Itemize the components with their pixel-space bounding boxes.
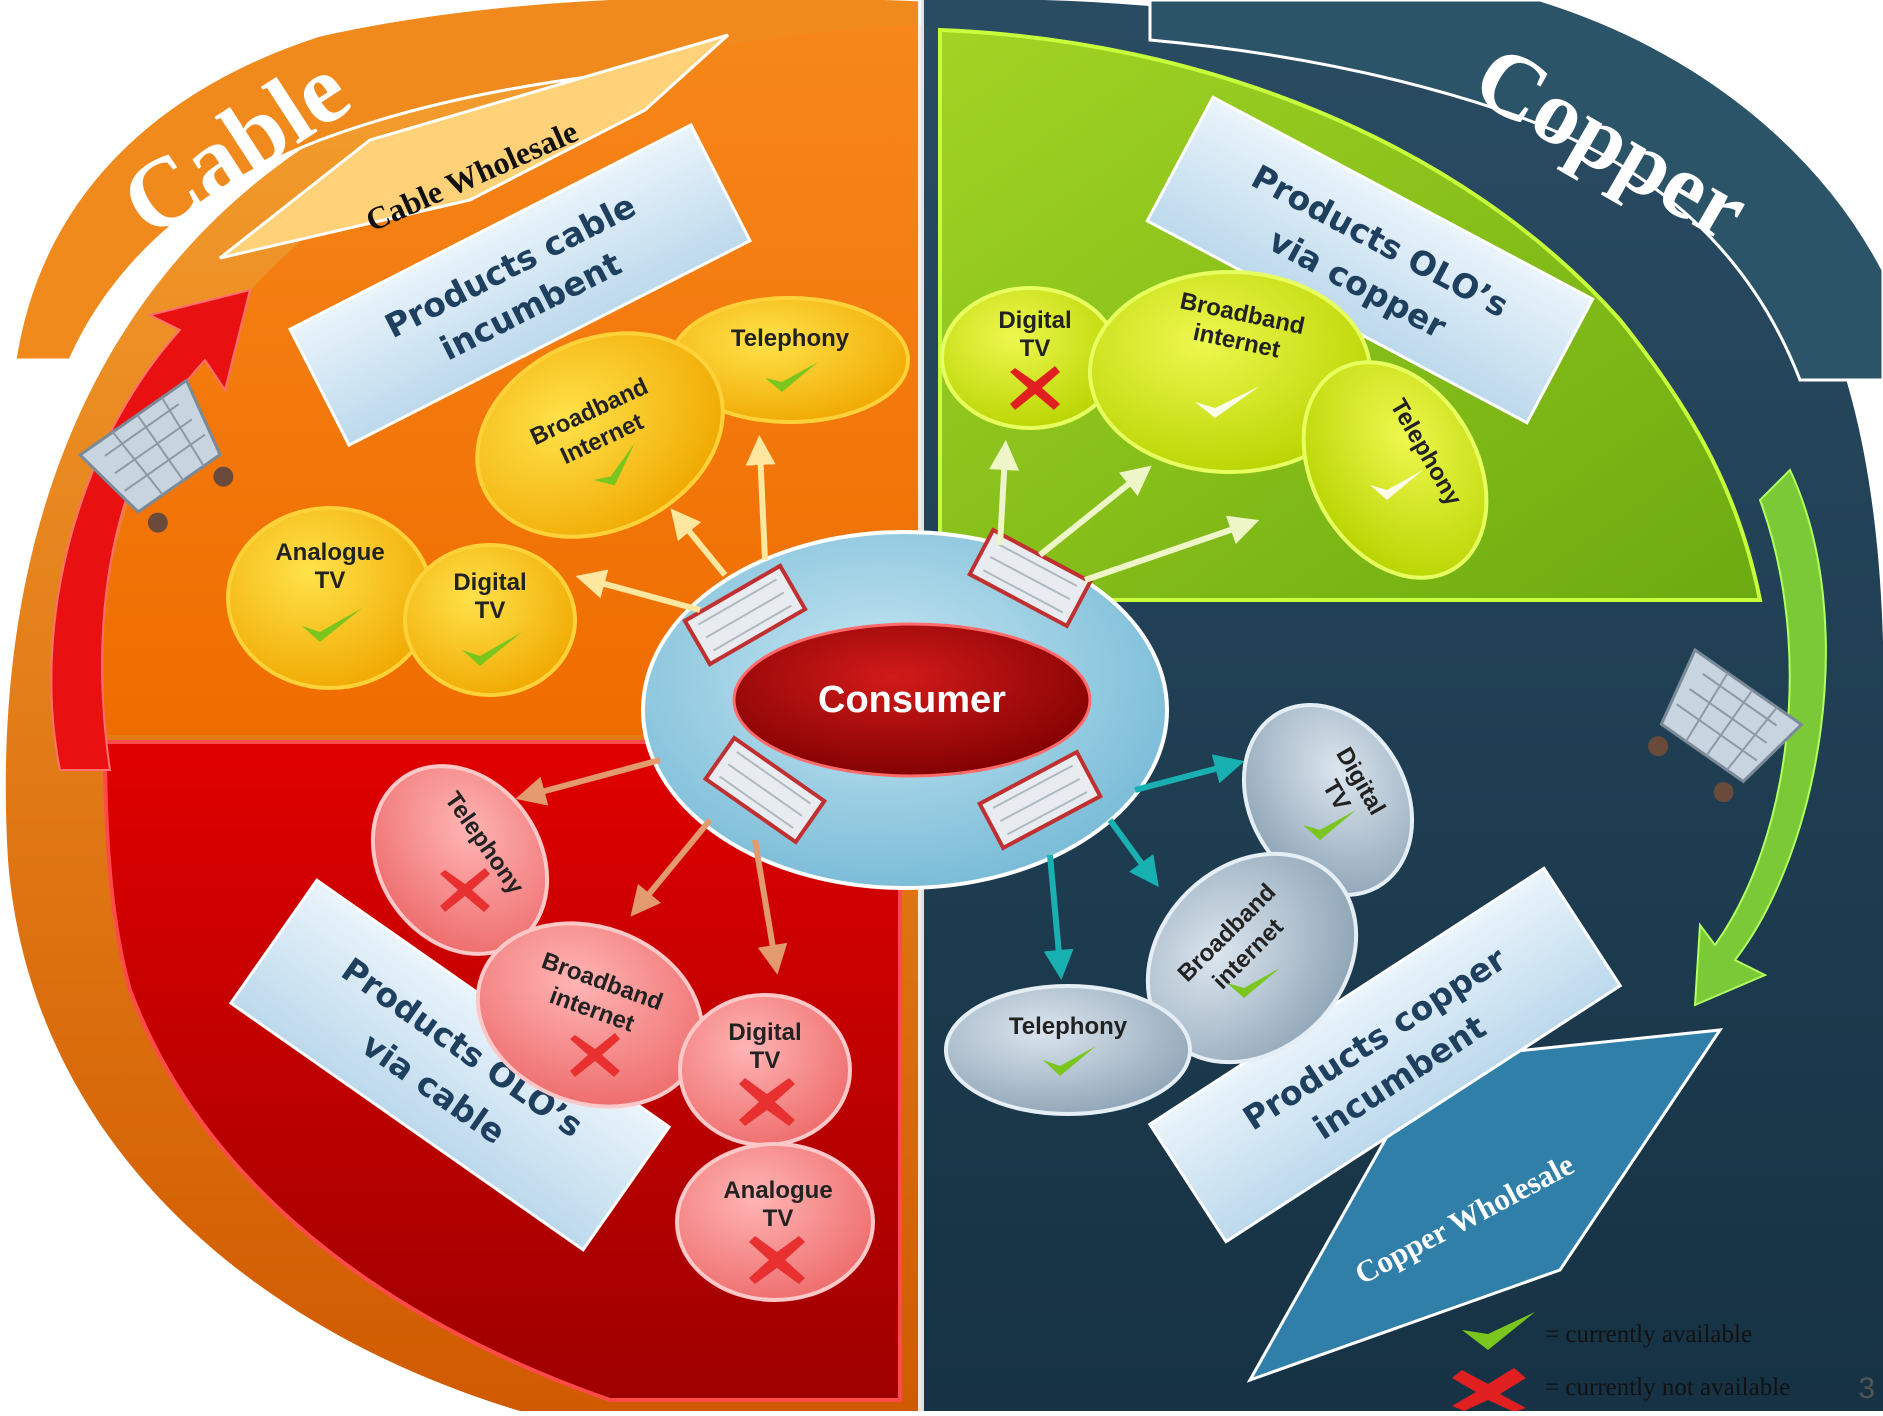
copper-wholesale-banner: Copper Wholesale	[1246, 1028, 1724, 1383]
arrows-to-cable-olo	[515, 757, 788, 975]
product-digital-tv: Digital TV	[1241, 703, 1415, 897]
arrows-to-cable-incumbent	[575, 435, 776, 613]
check-icon	[1370, 470, 1423, 500]
arrows-to-copper-incumbent	[1043, 754, 1245, 980]
product-digital-tv: Digital TV	[940, 286, 1120, 430]
product-label: Digital	[998, 307, 1071, 334]
product-digital-tv: Digital TV	[678, 993, 852, 1147]
check-icon	[1195, 386, 1260, 418]
basket-icon	[702, 735, 828, 845]
product-telephony: Telephony	[1301, 360, 1489, 580]
cross-icon	[1452, 1368, 1526, 1412]
check-icon	[765, 362, 818, 392]
consumer-label: Consumer	[818, 679, 1006, 721]
product-label: TV	[750, 1047, 781, 1074]
arrows-to-copper-olo	[989, 440, 1260, 583]
legend: = currently available = currently not av…	[1452, 1312, 1790, 1412]
basket-icon	[976, 749, 1104, 851]
legend-available-label: = currently available	[1545, 1321, 1752, 1348]
check-icon	[1462, 1312, 1535, 1350]
product-broadband-internet: Broadband internet	[475, 921, 705, 1109]
product-digital-tv: Digital TV	[403, 543, 577, 697]
product-label: Telephony	[731, 325, 850, 352]
cross-icon	[440, 868, 490, 912]
shopping-cart-icon	[77, 378, 234, 533]
check-icon	[1303, 810, 1356, 840]
product-broadband-internet: Broadband Internet	[475, 331, 725, 539]
cable-title-tab	[13, 0, 923, 362]
check-icon	[462, 632, 522, 666]
product-broadband-internet: Broadband internet	[1145, 851, 1359, 1065]
product-label: Telephony	[1009, 1013, 1128, 1040]
cable-loop-arrow	[50, 288, 252, 771]
check-icon	[302, 608, 362, 642]
product-label: TV	[763, 1205, 794, 1232]
product-label: TV	[315, 567, 346, 594]
check-icon	[1227, 968, 1280, 998]
product-analogue-tv: Analogue TV	[226, 506, 434, 690]
page-number: 3	[1858, 1372, 1875, 1405]
basket-icon	[682, 563, 808, 667]
shopping-cart-icon	[1648, 647, 1804, 803]
product-analogue-tv: Analogue TV	[675, 1142, 875, 1302]
basket-icon	[966, 527, 1094, 629]
cross-icon	[570, 1033, 620, 1077]
check-icon	[593, 443, 635, 486]
legend-not-available-label: = currently not available	[1545, 1374, 1790, 1401]
product-telephony: Telephony	[944, 984, 1192, 1116]
product-label: TV	[475, 597, 506, 624]
cross-icon	[739, 1078, 795, 1126]
copper-loop-arrow	[1693, 468, 1827, 1007]
product-label: Digital	[453, 569, 526, 596]
product-label: Digital	[728, 1019, 801, 1046]
product-label: TV	[1020, 335, 1051, 362]
copper-title-tab	[1148, 0, 1883, 382]
product-telephony: Telephony	[370, 764, 550, 956]
product-label: Analogue	[723, 1177, 832, 1204]
cross-icon	[749, 1236, 805, 1284]
check-icon	[1043, 1046, 1096, 1076]
product-label: Analogue	[275, 539, 384, 566]
cross-icon	[1010, 366, 1060, 410]
